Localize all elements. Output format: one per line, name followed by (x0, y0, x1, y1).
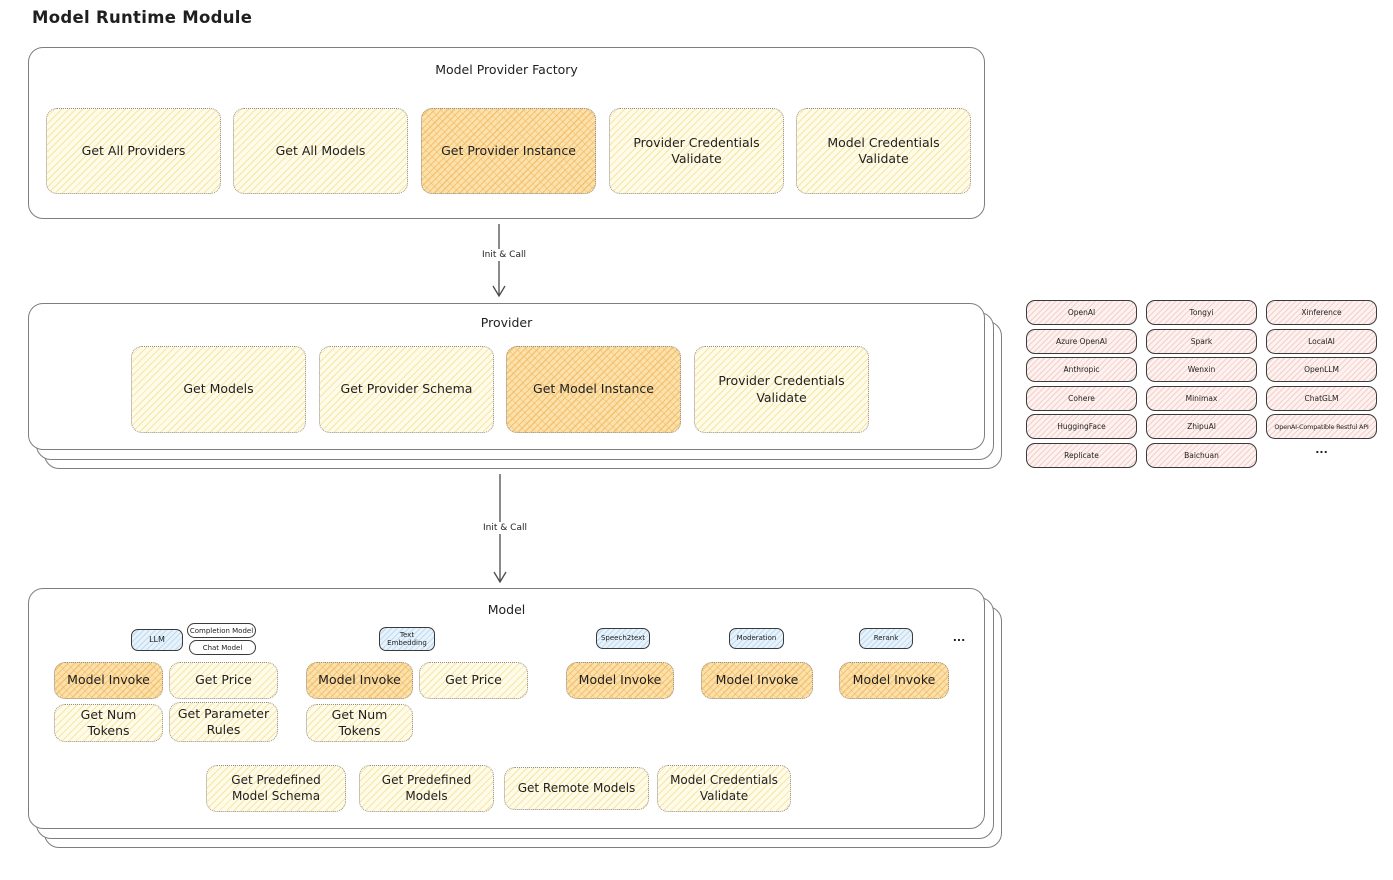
init-call-label-2: Init & Call (460, 522, 550, 534)
llm-get-parameter-rules: Get Parameter Rules (169, 702, 278, 742)
provider-get-models: Get Models (131, 346, 306, 433)
provider-pill-spark: Spark (1146, 329, 1257, 354)
model-tags-more: ... (952, 631, 966, 644)
provider-pill-azure-openai: Azure OpenAI (1026, 329, 1137, 354)
provider-pill-anthropic: Anthropic (1026, 357, 1137, 382)
tag-speech2text: Speech2text (596, 628, 650, 649)
provider-pill-zhipuai: ZhipuAI (1146, 414, 1257, 439)
provider-pill-localai: LocalAI (1266, 329, 1377, 354)
tag-rerank: Rerank (859, 628, 913, 649)
tag-chat-model: Chat Model (189, 640, 256, 655)
factory-model-credentials-validate: Model Credentials Validate (796, 108, 971, 194)
provider-grid-more: ... (1315, 443, 1328, 456)
provider-pill-huggingface: HuggingFace (1026, 414, 1137, 439)
provider-pill-replicate: Replicate (1026, 443, 1137, 468)
provider-pill-tongyi: Tongyi (1146, 300, 1257, 325)
tag-completion-model: Completion Model (187, 623, 256, 638)
provider-pill-openai: OpenAI (1026, 300, 1137, 325)
provider-pill-xinference: Xinference (1266, 300, 1377, 325)
provider-container: Provider Get Models Get Provider Schema … (28, 303, 985, 450)
provider-pill-openllm: OpenLLM (1266, 357, 1377, 382)
factory-get-provider-instance: Get Provider Instance (421, 108, 596, 194)
init-call-label-1: Init & Call (459, 249, 549, 261)
provider-pill-cohere: Cohere (1026, 386, 1137, 411)
moderation-model-invoke: Model Invoke (701, 662, 813, 699)
text-embedding-model-invoke: Model Invoke (306, 662, 413, 699)
factory-provider-credentials-validate: Provider Credentials Validate (609, 108, 784, 194)
model-title: Model (487, 602, 526, 617)
model-provider-factory-container: Model Provider Factory Get All Providers… (28, 47, 985, 219)
provider-pill-baichuan: Baichuan (1146, 443, 1257, 468)
provider-get-model-instance: Get Model Instance (506, 346, 681, 433)
provider-pill-wenxin: Wenxin (1146, 357, 1257, 382)
llm-model-invoke: Model Invoke (54, 662, 163, 699)
model-container: Model LLM Completion Model Chat Model Te… (28, 588, 985, 829)
tag-text-embedding: Text Embedding (379, 627, 435, 651)
text-embedding-get-price: Get Price (419, 662, 528, 699)
llm-get-price: Get Price (169, 662, 278, 699)
provider-pill-openai-compatible: OpenAI-Compatible Restful API (1266, 414, 1377, 439)
llm-get-num-tokens: Get Num Tokens (54, 704, 163, 742)
speech2text-model-invoke: Model Invoke (566, 662, 674, 699)
provider-pill-chatglm: ChatGLM (1266, 386, 1377, 411)
tag-llm: LLM (131, 629, 183, 651)
provider-credentials-validate: Provider Credentials Validate (694, 346, 869, 433)
model-credentials-validate: Model Credentials Validate (657, 765, 791, 812)
tag-moderation: Moderation (729, 628, 784, 649)
provider-grid: OpenAI Azure OpenAI Anthropic Cohere Hug… (1026, 300, 1386, 472)
factory-get-all-providers: Get All Providers (46, 108, 221, 194)
get-remote-models: Get Remote Models (504, 767, 649, 810)
rerank-model-invoke: Model Invoke (839, 662, 949, 699)
page-title: Model Runtime Module (32, 8, 253, 27)
factory-title: Model Provider Factory (435, 62, 578, 77)
provider-get-provider-schema: Get Provider Schema (319, 346, 494, 433)
provider-title: Provider (480, 315, 533, 330)
factory-get-all-models: Get All Models (233, 108, 408, 194)
get-predefined-model-schema: Get Predefined Model Schema (206, 765, 346, 812)
init-call-arrow-1 (492, 224, 506, 298)
text-embedding-get-num-tokens: Get Num Tokens (306, 704, 413, 742)
provider-pill-minimax: Minimax (1146, 386, 1257, 411)
get-predefined-models: Get Predefined Models (359, 765, 494, 812)
